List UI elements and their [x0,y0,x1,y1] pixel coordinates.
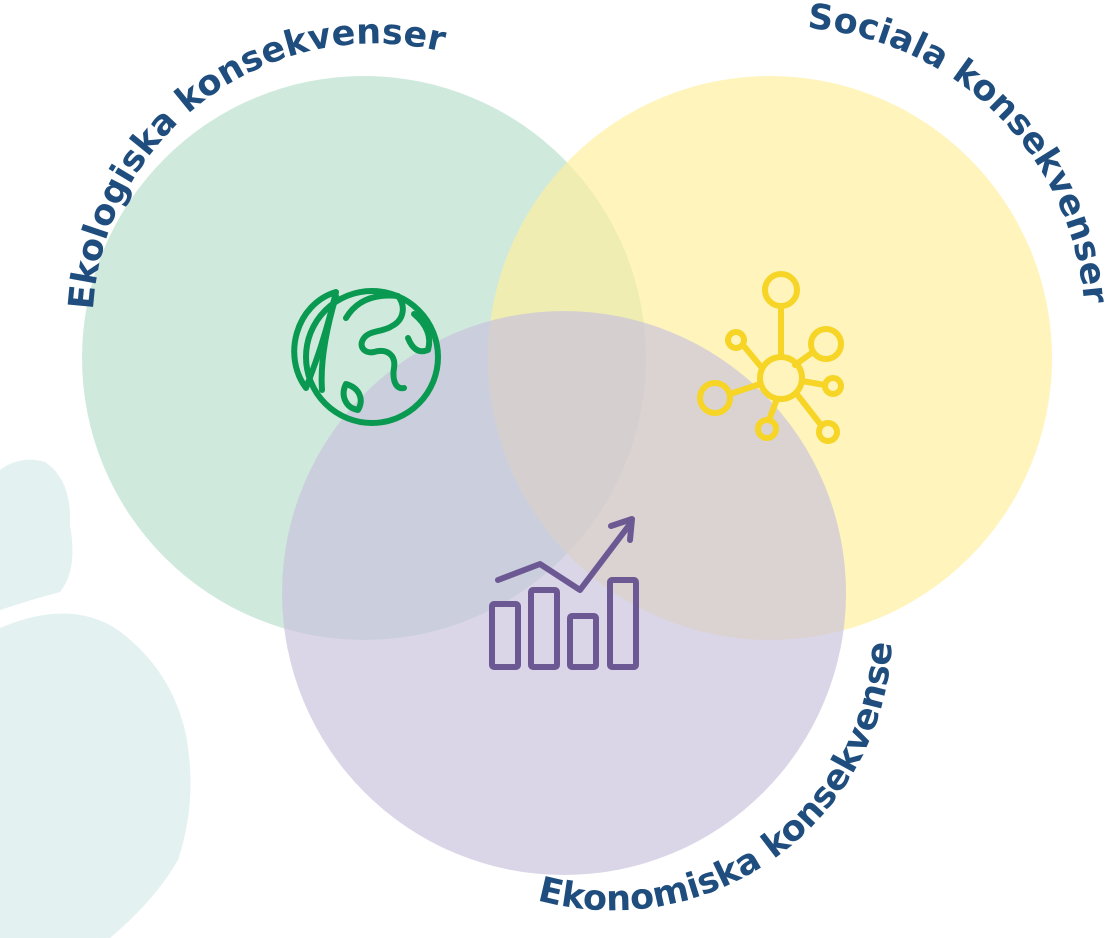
background-shape [0,459,191,938]
bar-chart-trend-icon [489,516,639,670]
network-nodes-icon [697,271,844,444]
circle-ekonomiska [282,311,846,875]
globe-leaf-icon [291,288,441,426]
